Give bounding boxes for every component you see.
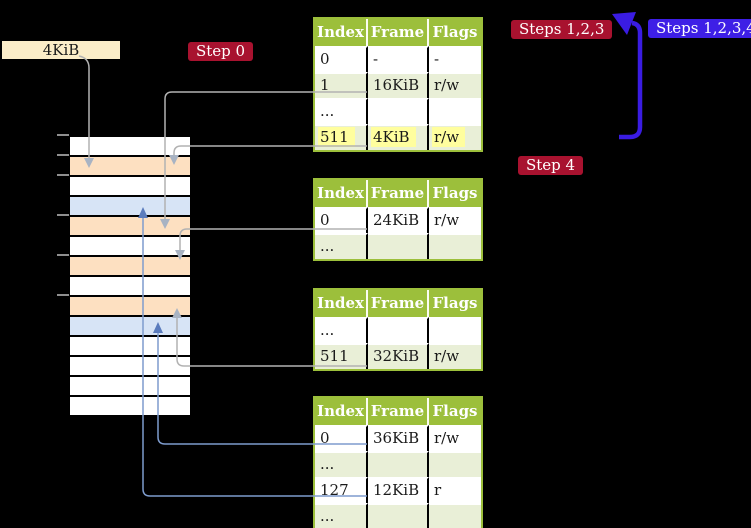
memory-frame-row-blue <box>70 317 190 337</box>
memory-frame-row-white <box>70 237 190 257</box>
memory-frame-row-orange <box>70 157 190 177</box>
memory-frame-row-white <box>70 377 190 397</box>
table-cell: 24KiB <box>368 207 429 233</box>
table-cell <box>429 233 481 259</box>
table-cell: 36KiB <box>368 425 429 451</box>
table-row: ... <box>315 317 481 343</box>
memory-frame-row-orange <box>70 217 190 237</box>
highlighted-value: r/w <box>432 127 466 147</box>
table-row: 511 4KiB r/w <box>315 124 481 150</box>
column-header-frame: Frame <box>368 398 429 425</box>
table-cell: 32KiB <box>368 343 429 369</box>
memory-tick <box>57 154 69 156</box>
column-header-index: Index <box>315 290 368 317</box>
column-header-frame: Frame <box>368 290 429 317</box>
memory-tick <box>57 134 69 136</box>
memory-tick <box>57 254 69 256</box>
table-cell: ... <box>315 98 368 124</box>
memory-frame-row-white <box>70 397 190 417</box>
steps-arc-arrow <box>619 20 643 140</box>
memory-frame-row-white <box>70 177 190 197</box>
table-cell: - <box>429 46 481 72</box>
table-cell <box>368 98 429 124</box>
table-cell: - <box>368 46 429 72</box>
table-cell: ... <box>315 233 368 259</box>
memory-tick <box>57 294 69 296</box>
column-header-flags: Flags <box>429 19 481 46</box>
table-cell: r/w <box>429 72 481 98</box>
table-cell <box>429 317 481 343</box>
steps-arc-arrowhead-icon <box>612 12 636 35</box>
physical-memory-strip <box>70 135 190 419</box>
table-cell: 0 <box>315 46 368 72</box>
memory-frame-row-white <box>70 357 190 377</box>
table-cell: r/w <box>429 124 481 150</box>
memory-frame-row-blue <box>70 197 190 217</box>
highlighted-value: 511 <box>318 127 355 147</box>
table-cell: 127 <box>315 477 368 503</box>
memory-frame-row-orange <box>70 257 190 277</box>
table-row: ... <box>315 451 481 477</box>
table-row: ... <box>315 503 481 528</box>
column-header-frame: Frame <box>368 19 429 46</box>
column-header-flags: Flags <box>429 290 481 317</box>
memory-tick <box>57 214 69 216</box>
column-header-flags: Flags <box>429 398 481 425</box>
badge-steps-1-2-3: Steps 1,2,3 <box>511 20 613 39</box>
memory-frame-row-white <box>70 277 190 297</box>
column-header-flags: Flags <box>429 180 481 207</box>
table-cell <box>429 98 481 124</box>
table-cell: r <box>429 477 481 503</box>
table-cell: 16KiB <box>368 72 429 98</box>
table-cell: ... <box>315 503 368 528</box>
table-cell: r/w <box>429 343 481 369</box>
table-cell: 1 <box>315 72 368 98</box>
badge-steps-1-2-3-4: Steps 1,2,3,4 <box>648 19 751 38</box>
table-cell <box>429 451 481 477</box>
badge-step-0: Step 0 <box>188 42 254 61</box>
table-cell: 0 <box>315 425 368 451</box>
table-cell <box>368 451 429 477</box>
table-cell: 0 <box>315 207 368 233</box>
column-header-index: Index <box>315 398 368 425</box>
table-cell <box>368 233 429 259</box>
table-cell: ... <box>315 451 368 477</box>
table-cell: 4KiB <box>368 124 429 150</box>
table-cell: r/w <box>429 425 481 451</box>
table-cell: ... <box>315 317 368 343</box>
memory-frame-row-orange <box>70 297 190 317</box>
table-cell <box>368 317 429 343</box>
memory-tick <box>57 174 69 176</box>
badge-step-4: Step 4 <box>518 156 584 175</box>
highlighted-value: 4KiB <box>371 127 416 147</box>
table-row: ... <box>315 98 481 124</box>
column-header-index: Index <box>315 19 368 46</box>
table-cell: 511 <box>315 343 368 369</box>
page-size-label: 4KiB <box>2 41 120 59</box>
table-cell: r/w <box>429 207 481 233</box>
table-row: 0-- <box>315 46 481 72</box>
memory-frame-row-white <box>70 137 190 157</box>
table-row: ... <box>315 233 481 259</box>
table-cell <box>368 503 429 528</box>
table-cell <box>429 503 481 528</box>
column-header-index: Index <box>315 180 368 207</box>
column-header-frame: Frame <box>368 180 429 207</box>
table-cell: 511 <box>315 124 368 150</box>
memory-frame-row-white <box>70 337 190 357</box>
table-cell: 12KiB <box>368 477 429 503</box>
